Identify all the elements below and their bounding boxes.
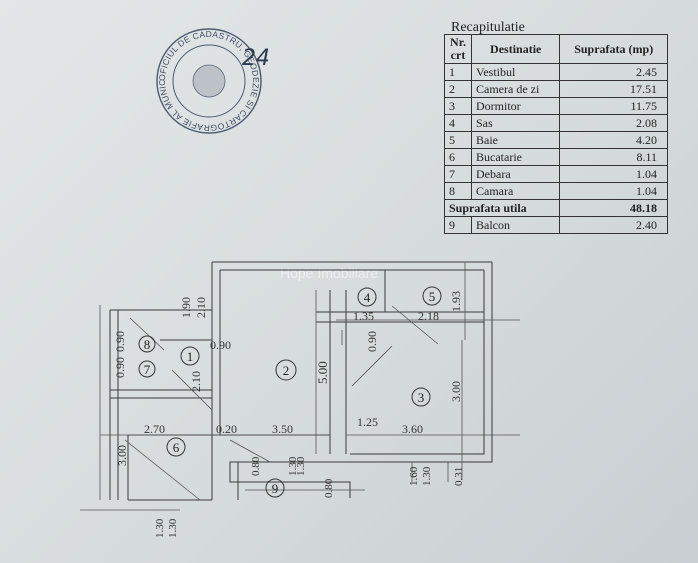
table-row: 3 Dormitor 11.75 <box>444 97 668 115</box>
dim-label: 1.35 <box>353 309 374 323</box>
row-suprafata: 1.04 <box>559 165 668 183</box>
dim-label: 2.10 <box>194 297 208 318</box>
row-suprafata: 4.20 <box>559 131 668 149</box>
balcony-row: 9 Balcon 2.40 <box>444 216 668 234</box>
dim-label: 1.30 <box>154 518 166 538</box>
table-row: 1 Vestibul 2.45 <box>444 63 668 81</box>
table-row: 4 Sas 2.08 <box>444 114 668 132</box>
dim-label: 0.80 <box>323 478 335 498</box>
row-nr: 8 <box>444 182 472 200</box>
dim-label: 0.31 <box>453 467 465 486</box>
row-nr: 6 <box>444 148 472 166</box>
row-destinatie: Vestibul <box>470 63 561 81</box>
room-2-label: 2 <box>283 363 290 378</box>
header-destinatie: Destinatie <box>470 34 561 64</box>
dim-label: 0.90 <box>113 331 127 352</box>
room-markers: 1 2 3 4 5 6 7 8 9 <box>138 286 442 498</box>
row-suprafata: 8.11 <box>559 148 668 166</box>
dim-label: 1.30 <box>295 456 307 476</box>
row-suprafata: 2.45 <box>559 63 668 81</box>
recap-title: Recapitulatie <box>451 20 525 35</box>
row-destinatie: Baie <box>470 131 561 149</box>
dim-label: 2.70 <box>144 422 165 436</box>
room-6-label: 6 <box>173 440 180 455</box>
dim-label: 3.50 <box>272 422 293 436</box>
total-value: 48.18 <box>559 199 668 217</box>
dim-label: 1.90 <box>179 297 193 318</box>
header-nr: Nr. crt <box>444 34 472 64</box>
dim-label: 0.20 <box>216 422 237 436</box>
row-nr: 9 <box>444 216 472 234</box>
row-nr: 3 <box>444 97 472 115</box>
dim-label: 1.60 <box>408 466 420 486</box>
room-7-label: 7 <box>144 362 151 377</box>
dim-label: 2.18 <box>418 309 439 323</box>
table-row: 2 Camera de zi 17.51 <box>444 80 668 98</box>
floor-plan: Hope Imobiliare <box>80 261 520 538</box>
recap-table: Nr. crt Destinatie Suprafata (mp) 1 Vest… <box>443 34 668 234</box>
room-5-label: 5 <box>429 289 436 304</box>
table-row: 5 Baie 4.20 <box>444 131 668 149</box>
row-nr: 4 <box>444 114 472 132</box>
handwritten-number: 24 <box>242 46 268 71</box>
dim-label: 1.30 <box>287 456 299 476</box>
table-row: 7 Debara 1.04 <box>444 165 668 183</box>
row-suprafata: 2.08 <box>559 114 668 132</box>
dim-label: 0.90 <box>365 331 379 352</box>
row-destinatie: Sas <box>470 114 561 132</box>
dim-label: 5.00 <box>315 361 330 384</box>
dimension-lines <box>80 262 520 511</box>
room-4-label: 4 <box>364 290 371 305</box>
dim-label: 3.00 <box>449 381 463 402</box>
room-8-label: 8 <box>144 337 151 352</box>
row-suprafata: 11.75 <box>559 97 668 115</box>
table-row: 8 Camara 1.04 <box>444 182 668 200</box>
total-label: Suprafata utila <box>443 199 561 217</box>
dim-label: 1.30 <box>421 466 433 486</box>
door-swings <box>124 305 439 501</box>
row-nr: 7 <box>444 165 472 183</box>
dim-label: 0.90 <box>113 357 127 378</box>
dim-label: 3.00 <box>115 445 129 466</box>
row-suprafata: 17.51 <box>559 80 668 98</box>
row-destinatie: Dormitor <box>470 97 561 115</box>
room-3-label: 3 <box>418 390 425 405</box>
dim-label: 2.10 <box>189 371 203 392</box>
watermark: Hope Imobiliare <box>280 265 378 281</box>
recap-header-row: Nr. crt Destinatie Suprafata (mp) <box>444 34 668 64</box>
row-suprafata: 2.40 <box>559 216 668 234</box>
row-destinatie: Camera de zi <box>470 80 561 98</box>
total-row: Suprafata utila 48.18 <box>443 199 668 217</box>
dim-label: 1.30 <box>167 518 179 538</box>
row-destinatie: Debara <box>470 165 561 183</box>
dim-label: 1.93 <box>449 291 463 312</box>
dim-label: 1.25 <box>357 415 378 429</box>
room-9-label: 9 <box>272 481 279 496</box>
row-destinatie: Balcon <box>470 216 561 234</box>
row-nr: 2 <box>444 80 472 98</box>
table-row: 6 Bucatarie 8.11 <box>444 148 668 166</box>
room-1-label: 1 <box>187 349 194 364</box>
dim-label: 3.60 <box>402 422 423 436</box>
row-nr: 5 <box>444 131 472 149</box>
cadastre-stamp: OFICIUL DE CADASTRU, GEODEZIE SI CARTOGR… <box>150 25 268 134</box>
header-suprafata: Suprafata (mp) <box>559 34 668 64</box>
row-suprafata: 1.04 <box>559 182 668 200</box>
dimension-labels: 1.90 2.10 0.90 0.90 0.90 2.10 1.35 2.18 … <box>113 291 465 538</box>
dim-label: 0.90 <box>210 338 231 352</box>
row-nr: 1 <box>444 63 472 81</box>
row-destinatie: Bucatarie <box>470 148 561 166</box>
dim-label: 0.80 <box>250 456 262 476</box>
row-destinatie: Camara <box>470 182 561 200</box>
